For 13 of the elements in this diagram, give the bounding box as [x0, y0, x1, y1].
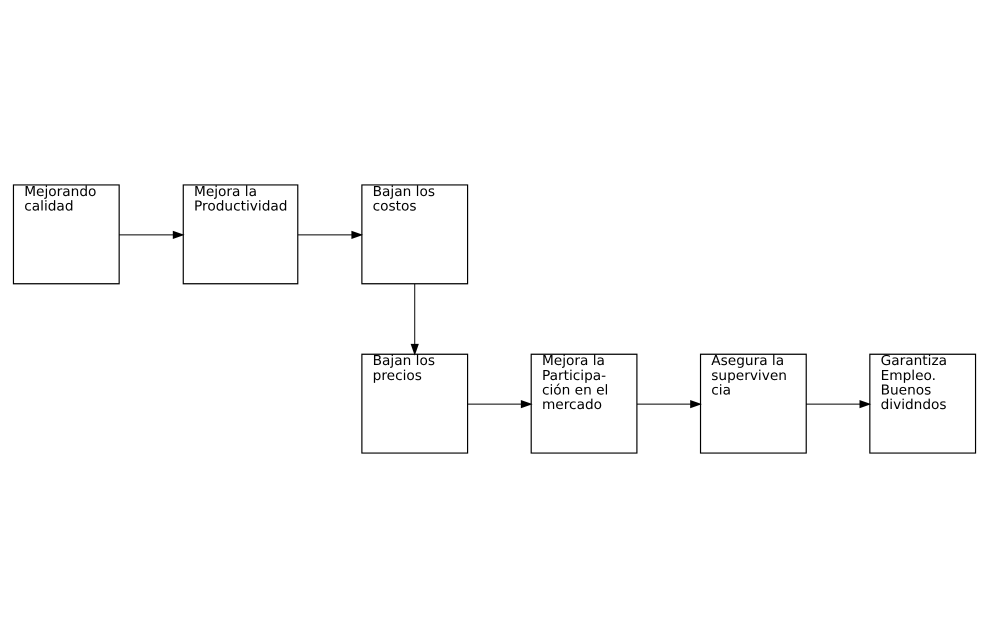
node-box: Bajan los costos	[361, 184, 468, 284]
arrow	[298, 230, 364, 238]
node-box: Asegura la superviven cia	[700, 353, 807, 454]
node-box: Garantiza Empleo. Buenos dividndos	[869, 353, 976, 454]
arrow	[467, 400, 533, 408]
node-box: Mejora la Productividad	[182, 184, 298, 284]
arrow	[806, 400, 872, 408]
arrow	[410, 282, 419, 356]
arrow	[636, 400, 702, 408]
arrow	[119, 230, 185, 238]
node-box: Mejora la Participa- ción en el mercado	[530, 353, 638, 454]
node-box: Mejorando calidad	[12, 184, 120, 284]
node-box: Bajan los precios	[361, 353, 468, 454]
